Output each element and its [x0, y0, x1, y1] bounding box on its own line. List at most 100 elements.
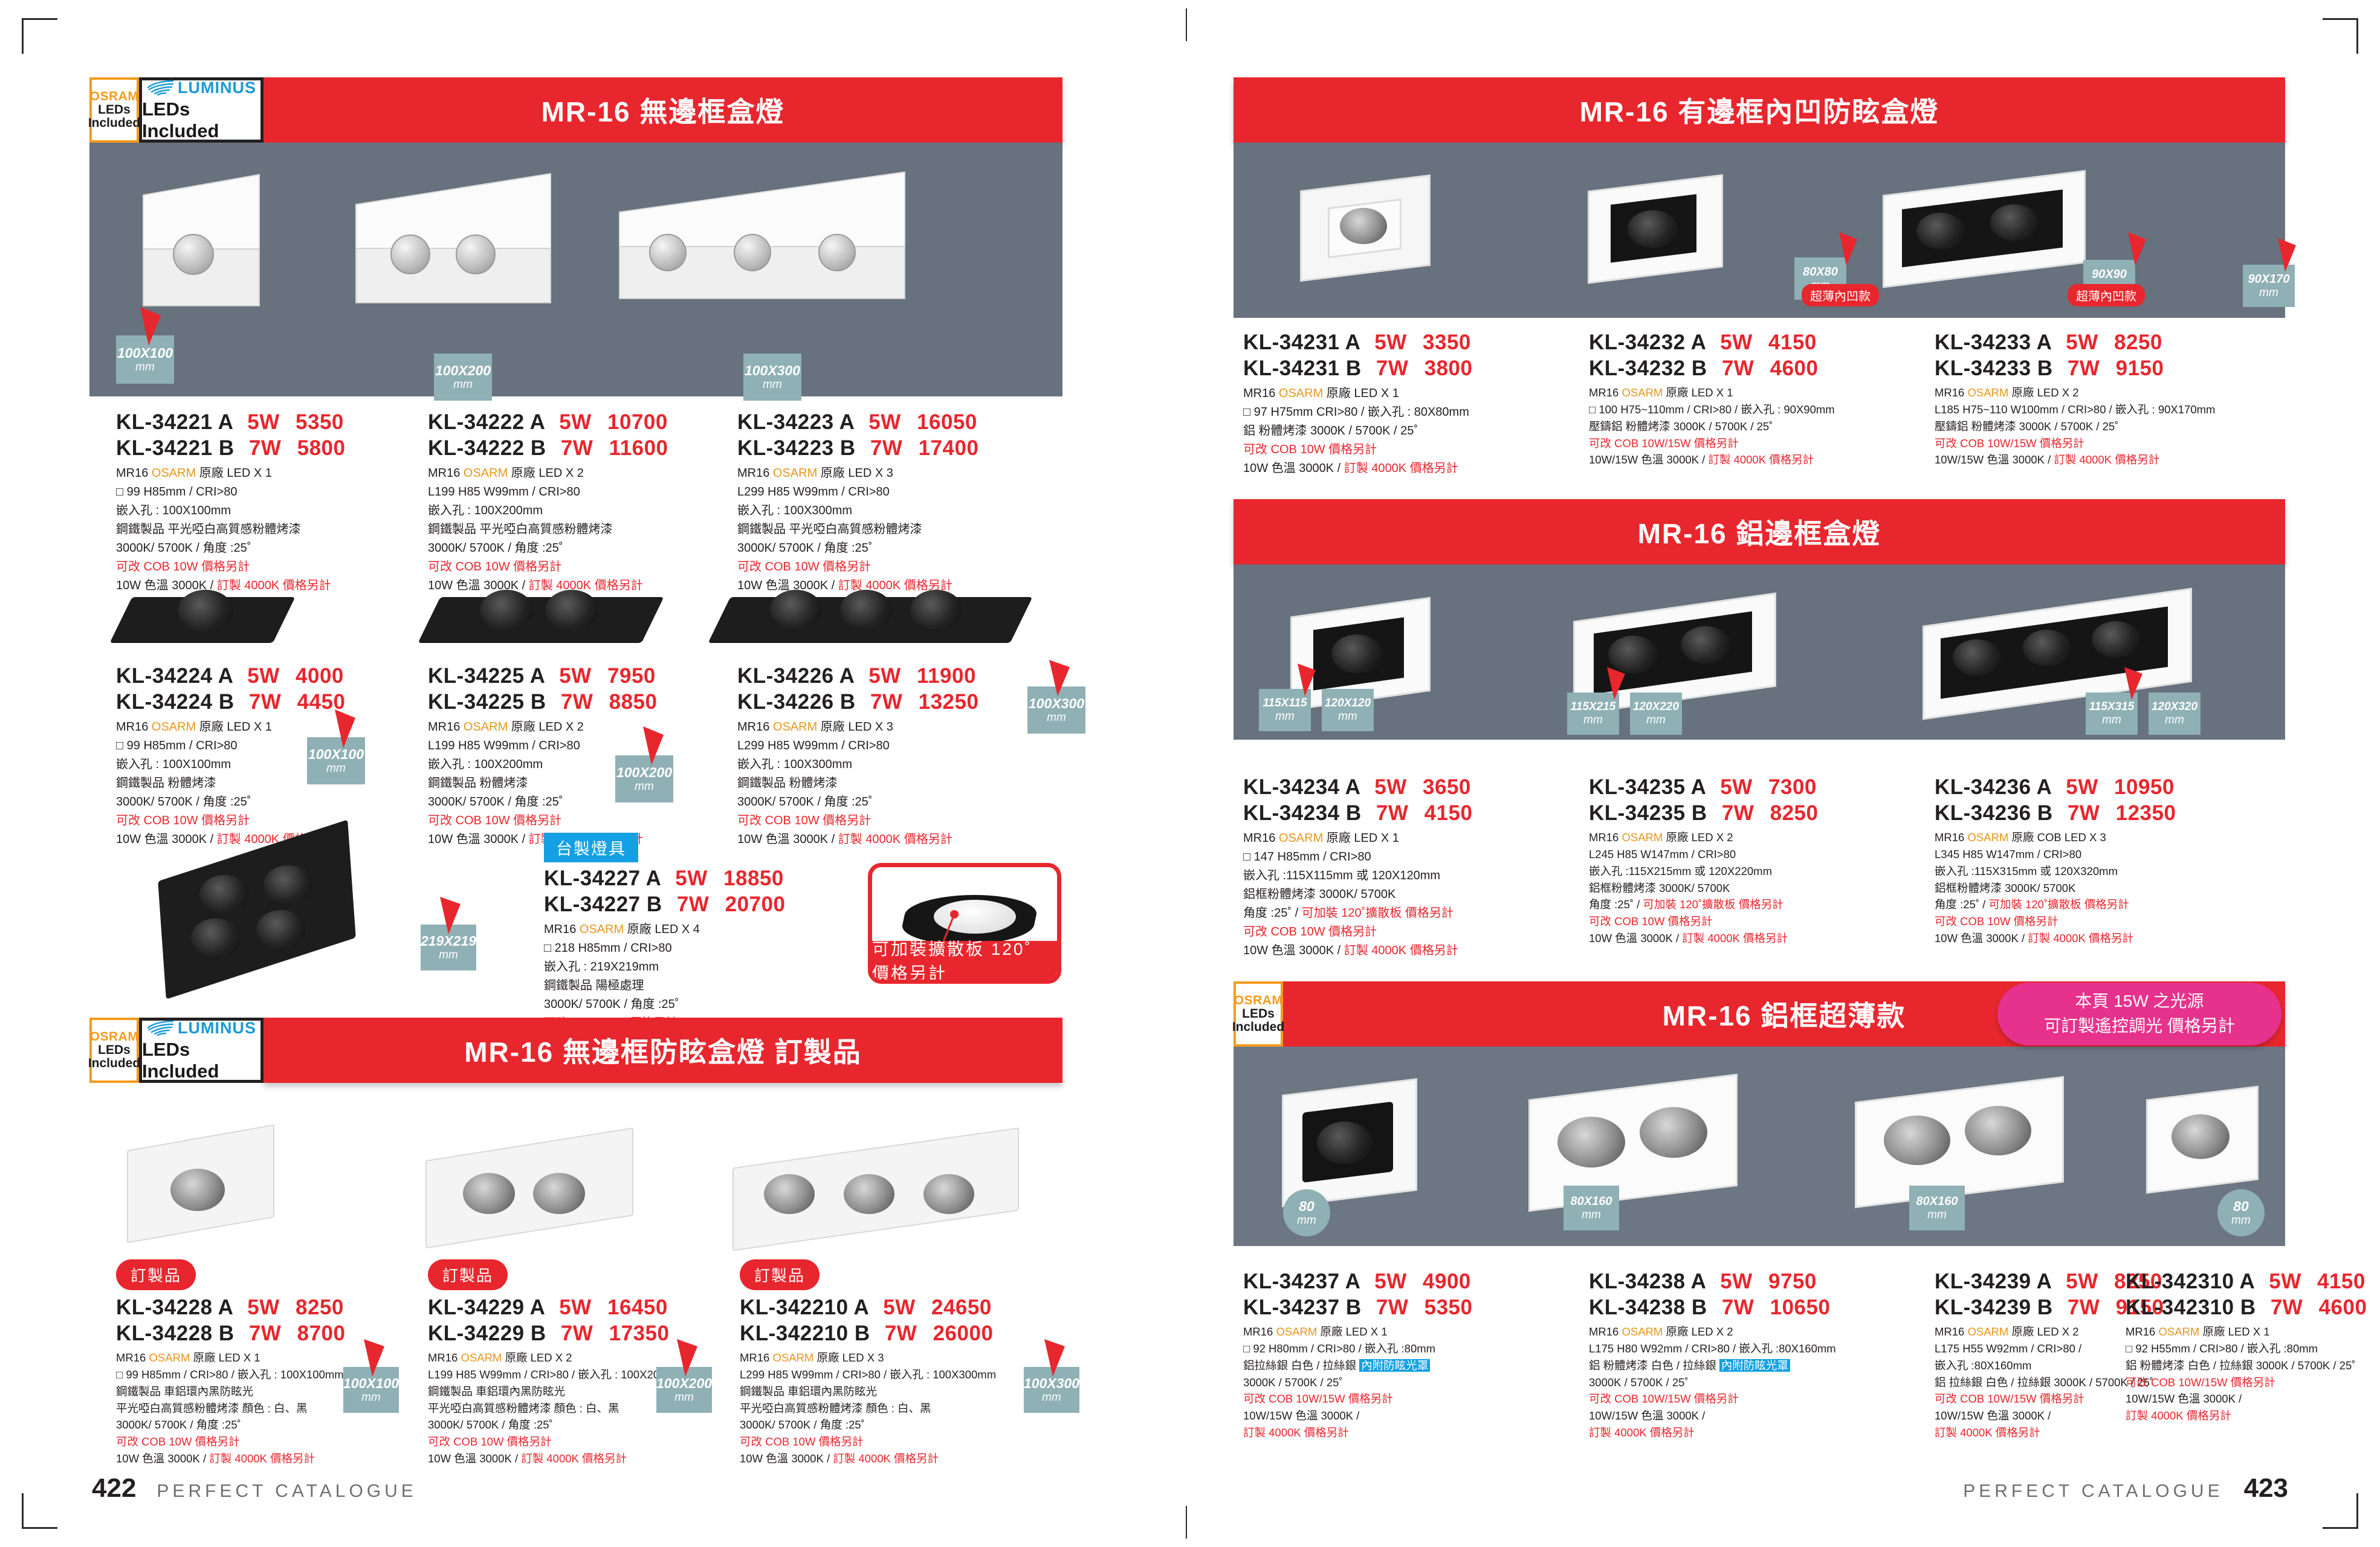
spec-line-1: MR16 OSARM 原廠 LED X 2: [1589, 1325, 1733, 1339]
spec-line-6: 10W/15W 色溫 3000K /: [1589, 1409, 1706, 1423]
diffuser-callout-box: 可加裝擴散板 120˚ 價格另計: [868, 863, 1061, 984]
fixture-photo-kl34232: [1572, 167, 1753, 288]
fixture-photo-kl34237: [1270, 1071, 1439, 1222]
pink-note-line-1: 本頁 15W 之光源: [2075, 992, 2204, 1011]
tag-taiwan-made-wrap: 台製燈具: [544, 833, 846, 862]
spec-line-1: MR16 OSARM 原廠 LED X 3: [737, 467, 893, 480]
fixture-photo-kl34229: [417, 1115, 671, 1266]
product-code-line-b: KL-34223 B 7W 17400: [737, 436, 979, 460]
product-photo-strip-right-3: [1234, 1047, 2285, 1246]
spec-line-6: 可改 COB 10W 價格另計: [428, 1435, 552, 1448]
spec-line-4: 鋼鐵製品 陽極處理: [544, 979, 644, 993]
spec-line-5: 10W/15W 色溫 3000K / 訂製 4000K 價格另計: [1589, 453, 1814, 467]
luminus-leds-included-badge-2: LUMINUS LEDs Included: [139, 1018, 264, 1083]
product-kl34232: KL-34232 A 5W 4150 KL-34232 B 7W 4600 MR…: [1589, 330, 1927, 468]
osram-leds-text: LEDs: [98, 102, 131, 117]
luminus-leds-included-text: LEDs Included: [142, 1038, 219, 1082]
spec-line-3: 嵌入孔 : 100X100mm: [116, 504, 231, 518]
product-code-line-b: KL-342210 B 7W 26000: [740, 1321, 994, 1345]
dimension-badge-80x160-a: 80X160 mm: [1563, 1186, 1619, 1230]
section-title-alu-frame-box: MR-16 鋁邊框盒燈: [1234, 499, 2285, 564]
spec-line-3: 嵌入孔 :115X115mm 或 120X120mm: [1243, 869, 1441, 883]
dimension-badge-115x115: 115X115 mm: [1259, 689, 1311, 731]
spec-line-7: 訂製 4000K 價格另計: [1935, 1426, 2040, 1439]
spec-line-7: 訂製 4000K 價格另計: [1243, 1426, 1349, 1439]
spec-line-4: 平光啞白高質感粉體烤漆 顏色 : 白、黑: [740, 1401, 931, 1415]
luminus-leds-included-text: LEDs Included: [142, 98, 219, 141]
pointer-arrow-4: [1046, 659, 1072, 702]
pointer-arrow-r1: [1835, 231, 1860, 271]
dimension-badge-115x315: 115X315 mm: [2086, 693, 2138, 735]
dimension-badge-100x200-a: 100X200 mm: [434, 354, 492, 401]
footer-right: PERFECT CATALOGUE 423: [1963, 1473, 2288, 1503]
product-kl34239: KL-34239 A 5W 8250 KL-34239 B 7W 9150 MR…: [1935, 1269, 2249, 1441]
fixture-photo-kl34225: [418, 580, 677, 653]
spec-line-5: 可改 COB 10W/15W 價格另計: [1589, 1392, 1739, 1406]
luminus-fan-icon: [147, 1020, 174, 1036]
spec-line-4: 鋁框粉體烤漆 3000K/ 5700K: [1589, 881, 1730, 894]
product-code-line-b: KL-34221 B 7W 5800: [116, 436, 346, 460]
product-kl34236: KL-34236 A 5W 10950 KL-34236 B 7W 12350 …: [1935, 775, 2285, 947]
dimension-badge-120x120: 120X120 mm: [1322, 689, 1374, 731]
spec-line-3: 嵌入孔 : 100X100mm: [116, 758, 231, 772]
spec-line-6: 10W/15W 色溫 3000K /: [1243, 1409, 1360, 1423]
spec-line-5: 3000K/ 5700K / 角度 :25˚: [737, 795, 873, 809]
product-code-line-a: KL-34239 A 5W 8250: [1935, 1270, 2162, 1293]
spec-line-2: L199 H85 W99mm / CRI>80: [428, 485, 580, 499]
spec-line-6: 可改 COB 10W 價格另計: [737, 814, 871, 828]
spec-line-7: 10W 色溫 3000K / 訂製 4000K 價格另計: [740, 1452, 939, 1465]
product-code-line-b: KL-34228 B 7W 8700: [116, 1321, 346, 1345]
osram-wordmark: OSRAM: [1234, 993, 1283, 1007]
product-kl34238: KL-34238 A 5W 9750 KL-34238 B 7W 10650 M…: [1589, 1269, 1927, 1441]
product-kl34223: KL-34223 A 5W 16050 KL-34223 B 7W 17400 …: [737, 410, 1064, 595]
spec-line-6: 可改 COB 10W 價格另計: [1589, 915, 1713, 928]
osram-wordmark: OSRAM: [89, 1029, 139, 1044]
dimension-badge-100x200-b: 100X200 mm: [615, 755, 673, 803]
spec-line-2: L245 H85 W147mm / CRI>80: [1589, 848, 1736, 861]
pointer-arrow-8: [1041, 1338, 1067, 1382]
spec-line-2: L199 H85 W99mm / CRI>80: [428, 739, 580, 753]
fixture-photo-kl34227: [121, 819, 411, 1000]
osram-included-text: Included: [88, 116, 141, 131]
tag-custom-wrap-3: 訂製品: [740, 1259, 1078, 1290]
fixture-photo-kl34233: [1868, 167, 2128, 288]
tag-custom-made: 訂製品: [428, 1259, 508, 1290]
osram-leds-included-badge-2: OSRAM LEDs Included: [88, 1018, 140, 1083]
spec-line-4: 鋼鐵製品 粉體烤漆: [428, 777, 528, 790]
spec-line-1: MR16 OSARM 原廠 LED X 2: [1935, 1325, 2079, 1339]
product-code-line-b: KL-34231 B 7W 3800: [1243, 356, 1473, 380]
product-code-line-a: KL-34229 A 5W 16450: [428, 1296, 668, 1319]
product-kl34221: KL-34221 A 5W 5350 KL-34221 B 7W 5800 MR…: [116, 410, 424, 595]
spec-line-6: 可改 COB 10W 價格另計: [740, 1435, 864, 1448]
spec-line-5: 可改 COB 10W/15W 價格另計: [1243, 1392, 1393, 1406]
spec-line-1: MR16 OSARM 原廠 LED X 3: [737, 720, 893, 734]
osram-wordmark: OSRAM: [89, 89, 139, 103]
osram-included-text: Included: [1232, 1020, 1285, 1035]
section-band-framed-recessed: MR-16 有邊框內凹防眩盒燈: [1234, 77, 2285, 143]
product-code-line-b: KL-34224 B 7W 4450: [116, 690, 346, 714]
spec-line-1: MR16 OSARM 原廠 COB LED X 3: [1935, 831, 2106, 844]
spec-line-5: 3000K/ 5700K / 角度 :25˚: [544, 998, 679, 1012]
luminus-wordmark: LUMINUS: [178, 78, 256, 97]
spec-line-4: 鋼鐵製品 平光啞白高質感粉體烤漆: [428, 523, 613, 537]
dimension-badge-120x320: 120X320 mm: [2149, 693, 2201, 735]
crop-mark-bottom-right: [2323, 1493, 2358, 1529]
product-code-line-b: KL-34239 B 7W 9150: [1935, 1295, 2164, 1319]
spec-line-7: 10W 色溫 3000K / 訂製 4000K 價格另計: [116, 1452, 315, 1465]
spec-line-3: 鋁 粉體烤漆 3000K / 5700K / 25˚: [1243, 424, 1418, 438]
product-code-line-b: KL-34236 B 7W 12350: [1935, 801, 2176, 825]
product-code-line-a: KL-34233 A 5W 8250: [1935, 331, 2162, 354]
section-band-alu-frame-box: MR-16 鋁邊框盒燈: [1234, 499, 2285, 564]
tag-custom-made: 訂製品: [116, 1259, 196, 1290]
spec-line-5: 3000K/ 5700K / 角度 :25˚: [737, 541, 873, 555]
product-kl34237: KL-34237 A 5W 4900 KL-34237 B 7W 5350 MR…: [1243, 1269, 1557, 1441]
tag-custom-wrap-2: 訂製品: [428, 1259, 766, 1290]
crop-mark-bottom-left: [22, 1493, 57, 1529]
spec-line-3: 嵌入孔 : 100X300mm: [737, 504, 853, 518]
product-code-line-a: KL-34221 A 5W 5350: [116, 410, 344, 434]
fixture-photo-kl34236: [1910, 587, 2237, 720]
spec-line-1: MR16 OSARM 原廠 LED X 1: [2126, 1325, 2270, 1339]
